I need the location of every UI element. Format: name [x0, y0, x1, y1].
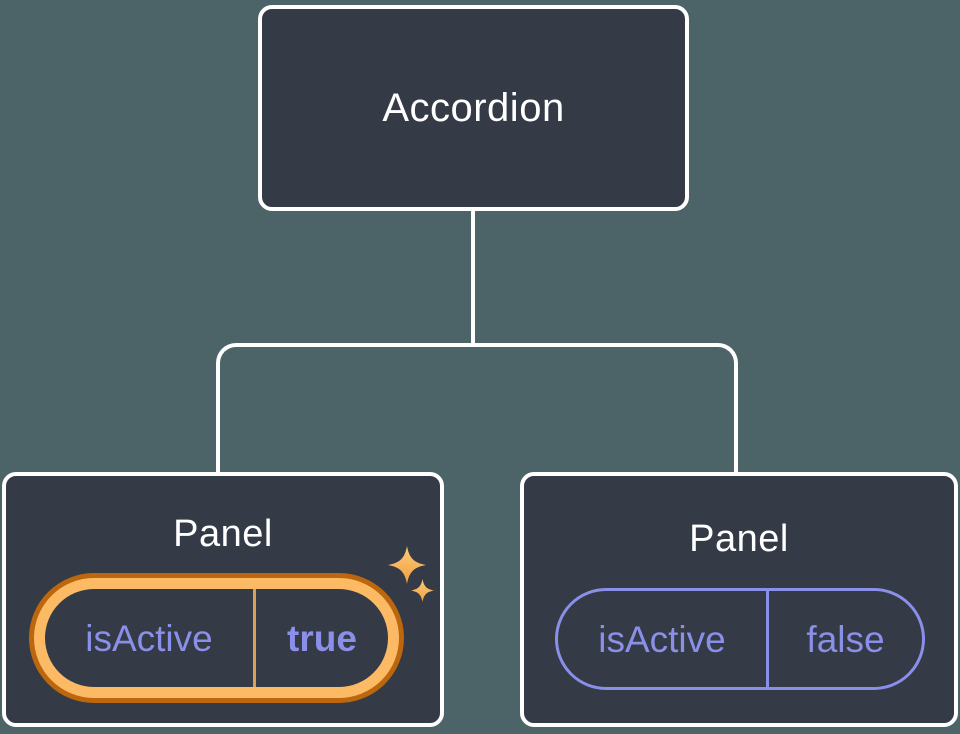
- panel-left-label: Panel: [173, 513, 273, 555]
- connector-branch-line: [216, 343, 738, 472]
- accordion-node: Accordion: [258, 5, 689, 211]
- panel-node-left: Panel isActive true: [2, 472, 444, 727]
- state-value-cell: false: [806, 618, 885, 660]
- state-pill-left: isActive true: [45, 589, 388, 687]
- state-name-cell: isActive: [558, 591, 769, 687]
- accordion-node-label: Accordion: [382, 85, 565, 130]
- state-value-cell: true: [287, 617, 357, 659]
- state-name-cell: isActive: [45, 589, 256, 687]
- connector-stem-line: [471, 209, 475, 347]
- sparkle-large-icon: [388, 546, 426, 584]
- sparkle-small-icon: [411, 579, 434, 602]
- panel-right-label: Panel: [689, 518, 789, 560]
- panel-node-right: Panel isActive false: [520, 472, 958, 727]
- state-pill-right: isActive false: [555, 588, 925, 690]
- state-highlight-ring: isActive true: [29, 573, 404, 703]
